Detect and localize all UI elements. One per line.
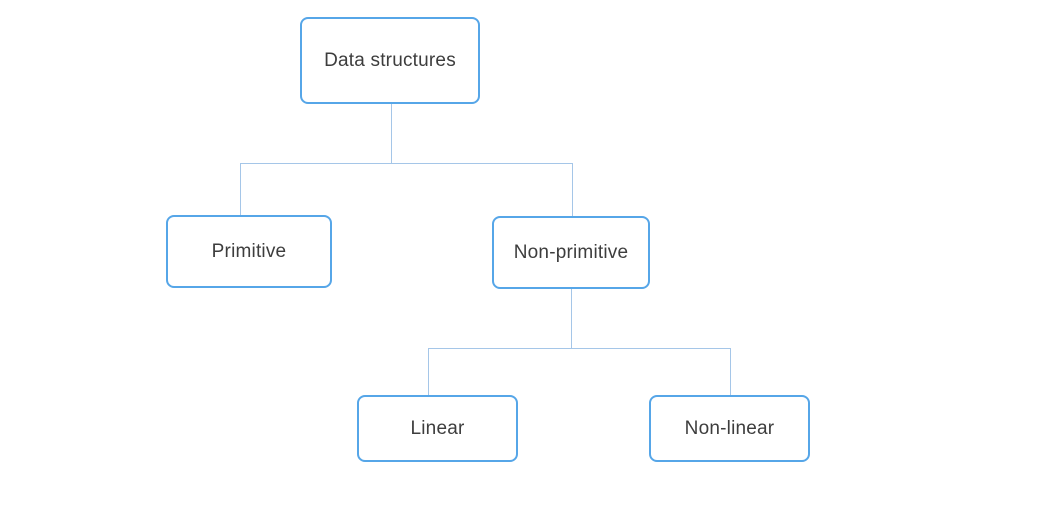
edge-to-linear xyxy=(428,349,429,395)
edge-non-primitive-stem xyxy=(571,289,572,348)
node-data-structures: Data structures xyxy=(300,17,480,104)
node-non-primitive: Non-primitive xyxy=(492,216,650,289)
edge-to-non-linear xyxy=(730,349,731,395)
node-data-structures-label: Data structures xyxy=(324,49,456,71)
edge-to-non-primitive xyxy=(572,164,573,216)
node-primitive-label: Primitive xyxy=(211,240,287,262)
edge-data-structures-stem xyxy=(391,104,392,164)
node-non-linear: Non-linear xyxy=(649,395,810,462)
edge-non-primitive-bar xyxy=(428,348,731,349)
node-linear: Linear xyxy=(357,395,518,462)
node-linear-label: Linear xyxy=(410,417,465,439)
edge-to-primitive xyxy=(240,164,241,215)
node-non-linear-label: Non-linear xyxy=(684,417,775,439)
node-non-primitive-label: Non-primitive xyxy=(513,241,629,263)
edge-data-structures-bar xyxy=(240,163,573,164)
node-primitive: Primitive xyxy=(166,215,332,288)
